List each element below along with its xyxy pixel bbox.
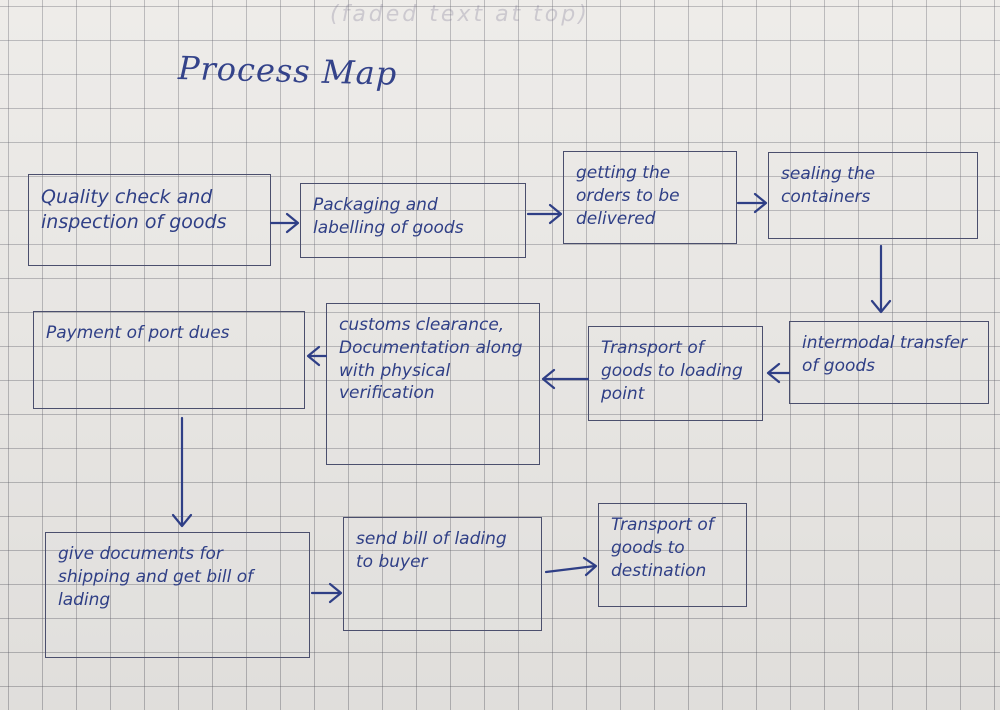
node-quality-check: Quality check and inspection of goods bbox=[28, 174, 271, 266]
node-label: give documents for shipping and get bill… bbox=[58, 544, 254, 610]
node-give-documents: give documents for shipping and get bill… bbox=[45, 532, 310, 658]
arrow-quality-to-packaging bbox=[269, 212, 300, 234]
node-label: Packaging and labelling of goods bbox=[313, 195, 464, 238]
node-transport-loading-point: Transport of goods to loading point bbox=[588, 326, 763, 421]
node-send-bill-of-lading: send bill of lading to buyer bbox=[343, 517, 542, 631]
node-label: getting the orders to be delivered bbox=[576, 163, 680, 229]
faded-header-text: (faded text at top) bbox=[330, 2, 590, 27]
node-label: sealing the containers bbox=[781, 164, 876, 207]
arrow-getting-orders-to-sealing bbox=[736, 192, 768, 214]
node-label: Transport of goods to destination bbox=[611, 515, 714, 581]
arrow-customs-to-payment bbox=[306, 345, 328, 367]
node-sealing-containers: sealing the containers bbox=[768, 152, 978, 239]
arrow-intermodal-to-transport-loading bbox=[766, 362, 791, 384]
node-packaging: Packaging and labelling of goods bbox=[300, 183, 526, 258]
node-label: Transport of goods to loading point bbox=[601, 338, 743, 404]
node-intermodal-transfer: intermodal transfer of goods bbox=[789, 321, 989, 404]
node-label: customs clearance, Documentation along w… bbox=[339, 315, 523, 404]
node-transport-destination: Transport of goods to destination bbox=[598, 503, 747, 607]
node-label: send bill of lading to buyer bbox=[356, 529, 507, 572]
arrow-packaging-to-getting-orders bbox=[526, 203, 563, 225]
arrow-sealing-to-intermodal bbox=[870, 244, 892, 314]
node-payment-port-dues: Payment of port dues bbox=[33, 311, 305, 409]
node-label: Quality check and inspection of goods bbox=[41, 186, 227, 234]
node-getting-orders: getting the orders to be delivered bbox=[563, 151, 737, 244]
arrow-give-documents-to-send-bill bbox=[310, 582, 343, 604]
node-label: intermodal transfer of goods bbox=[802, 333, 968, 376]
node-label: Payment of port dues bbox=[46, 323, 230, 343]
arrow-send-bill-to-transport-destination bbox=[544, 556, 598, 577]
node-customs-clearance: customs clearance, Documentation along w… bbox=[326, 303, 540, 465]
arrow-payment-to-give-documents bbox=[171, 416, 193, 528]
page-title: Process Map bbox=[177, 49, 398, 93]
arrow-transport-loading-to-customs bbox=[541, 368, 590, 390]
